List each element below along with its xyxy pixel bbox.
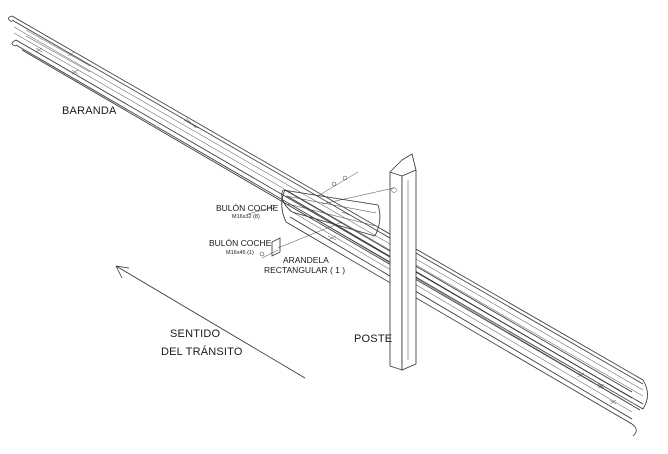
rail-splice-left	[25, 29, 91, 73]
baranda-label: BARANDA	[62, 105, 117, 117]
sentido-label-line1: SENTIDO	[170, 328, 221, 340]
rectangular-washer	[271, 237, 281, 257]
rail-block	[281, 189, 381, 237]
sentido-label-line2: DEL TRÁNSITO	[161, 346, 243, 358]
poste-label: POSTE	[354, 333, 393, 345]
bolt-lines	[247, 171, 395, 259]
bulon-coche-spec-2: M16x45 (1)	[226, 250, 254, 256]
bolt-marks	[35, 47, 617, 405]
rail-lower	[281, 189, 637, 437]
post	[389, 153, 417, 371]
bulon-coche-label-2: BULÓN COCHE	[209, 238, 272, 248]
arandela-label-line2: RECTANGULAR ( 1 )	[264, 265, 346, 275]
arandela-label-line1: ARANDELA	[283, 255, 329, 265]
traffic-direction-arrow	[115, 265, 306, 379]
bulon-coche-label-1: BULÓN COCHE	[216, 203, 279, 213]
bulon-coche-spec-1: M16x32 (8)	[232, 214, 260, 220]
